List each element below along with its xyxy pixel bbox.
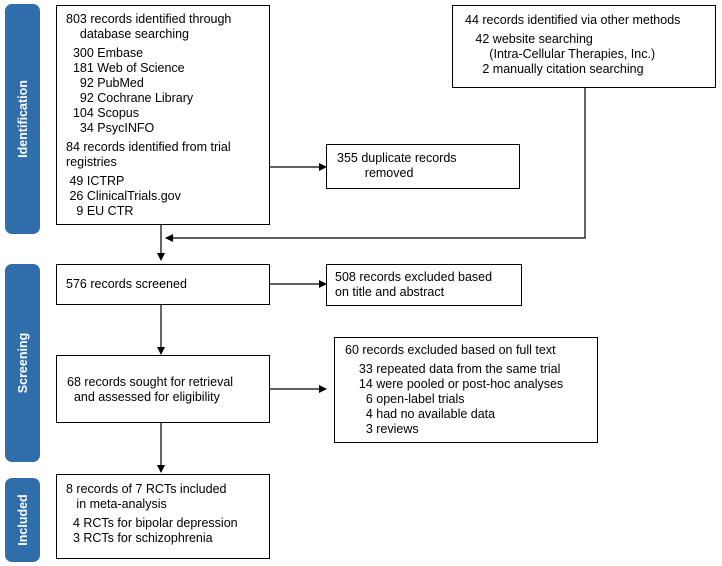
phase-included: Included	[5, 478, 40, 562]
excluded-fulltext-line: 33 repeated data from the same trial	[345, 362, 561, 376]
registries-line: 26 ClinicalTrials.gov	[66, 189, 181, 203]
registries-line: 9 EU CTR	[66, 204, 134, 218]
other-methods-line: (Intra-Cellular Therapies, Inc.)	[465, 47, 656, 61]
excluded-title-line: on title and abstract	[335, 285, 445, 299]
registries-line: 49 ICTRP	[66, 174, 125, 188]
screened-line: 576 records screened	[66, 277, 187, 291]
included-line: 8 records of 7 RCTs included	[66, 482, 227, 496]
excluded-fulltext-box: 60 records excluded based on full text 3…	[334, 337, 598, 443]
database-line: 104 Scopus	[66, 106, 139, 120]
database-line: database searching	[66, 27, 189, 41]
included-line: 4 RCTs for bipolar depression	[66, 516, 238, 530]
excluded-fulltext-line: 14 were pooled or post-hoc analyses	[345, 377, 564, 391]
registries-line: 84 records identified from trial	[66, 140, 231, 154]
phase-screening: Screening	[5, 264, 40, 462]
duplicates-line: removed	[337, 166, 414, 180]
excluded-fulltext-line: 60 records excluded based on full text	[345, 343, 556, 357]
database-line: 300 Embase	[66, 46, 144, 60]
other-methods-line: 44 records identified via other methods	[465, 13, 681, 27]
database-line: 92 PubMed	[66, 76, 144, 90]
excluded-fulltext-line: 6 open-label trials	[345, 392, 465, 406]
database-line: 92 Cochrane Library	[66, 91, 194, 105]
registries-line: registries	[66, 155, 117, 169]
other-methods-box: 44 records identified via other methods …	[452, 5, 716, 88]
included-box: 8 records of 7 RCTs included in meta-ana…	[56, 474, 270, 559]
included-line: 3 RCTs for schizophrenia	[66, 531, 213, 545]
duplicates-box: 355 duplicate records removed	[326, 144, 520, 189]
other-methods-line: 42 website searching	[465, 32, 593, 46]
duplicates-line: 355 duplicate records	[337, 151, 457, 165]
database-line: 181 Web of Science	[66, 61, 185, 75]
database-search-box: 803 records identified through database …	[56, 5, 270, 225]
database-line: 803 records identified through	[66, 12, 232, 26]
arrow-other-methods-merge	[165, 88, 586, 242]
excluded-title-line: 508 records excluded based	[335, 270, 493, 284]
retrieval-box: 68 records sought for retrieval and asse…	[56, 355, 270, 423]
included-line: in meta-analysis	[66, 497, 167, 511]
retrieval-line: and assessed for eligibility	[67, 390, 220, 404]
excluded-fulltext-line: 4 had no available data	[345, 407, 496, 421]
other-methods-line: 2 manually citation searching	[465, 62, 644, 76]
excluded-title-box: 508 records excluded based on title and …	[326, 264, 522, 306]
retrieval-line: 68 records sought for retrieval	[67, 375, 234, 389]
screened-box: 576 records screened	[56, 264, 270, 305]
excluded-fulltext-line: 3 reviews	[345, 422, 419, 436]
phase-identification: Identification	[5, 4, 40, 234]
database-line: 34 PsycINFO	[66, 121, 155, 135]
